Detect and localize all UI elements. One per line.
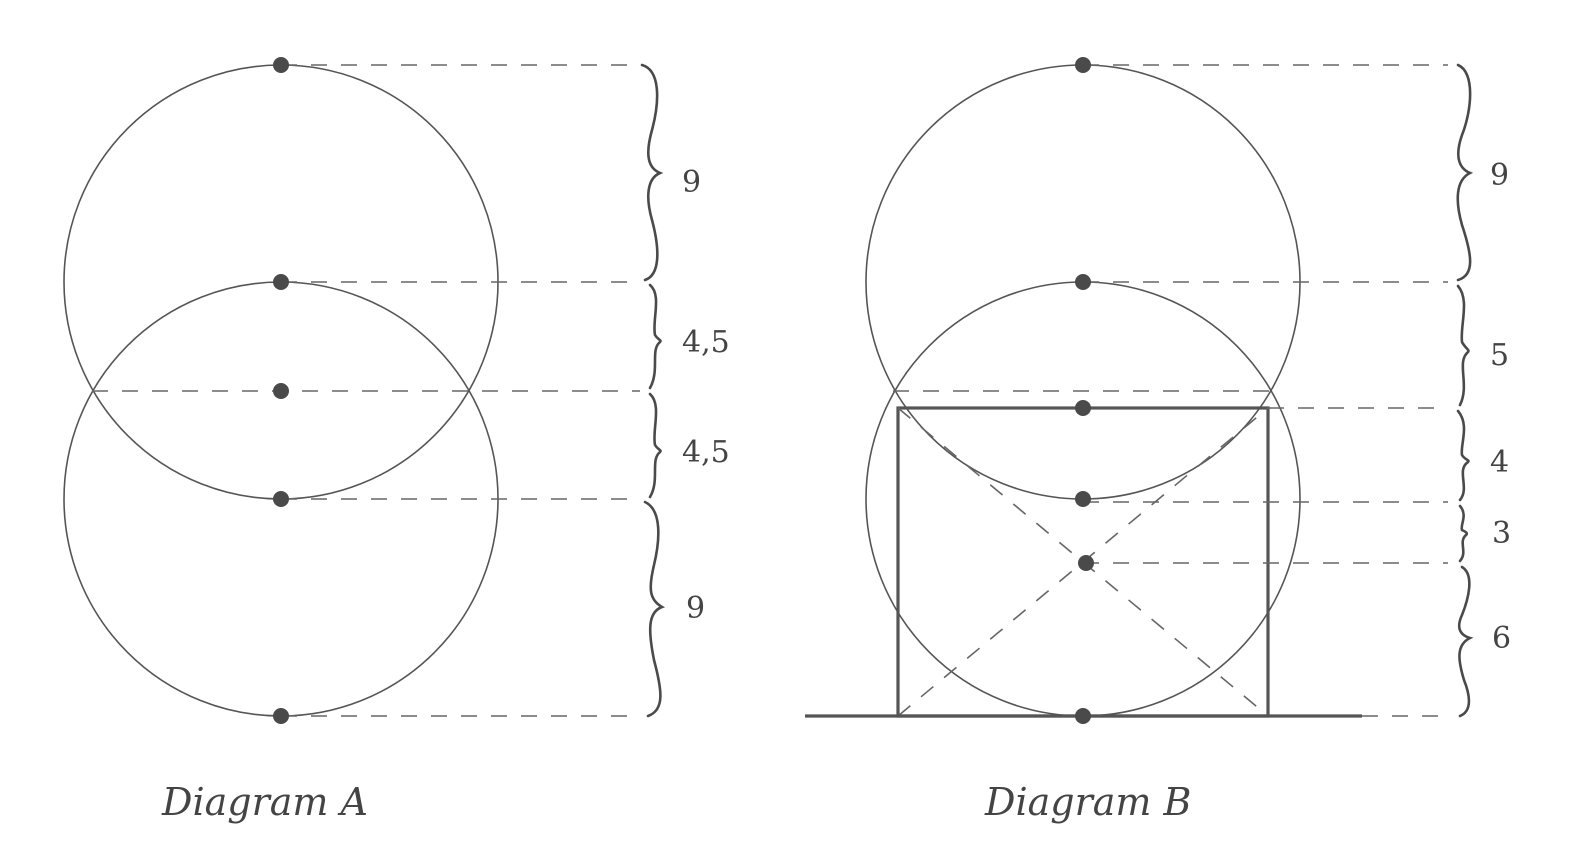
point-a-bottom — [273, 708, 289, 724]
measurement-a-2: 4,5 — [682, 325, 730, 360]
measurement-a-1: 9 — [682, 165, 701, 200]
diagram-b-caption: Diagram B — [984, 780, 1191, 824]
brace-b-3 — [1456, 409, 1470, 502]
point-a-top — [273, 57, 289, 73]
point-b-diagonal-intersection — [1078, 555, 1094, 571]
point-a-lower-center — [273, 491, 289, 507]
point-b-upper-center — [1075, 274, 1091, 290]
measurement-b-2: 5 — [1490, 338, 1509, 373]
brace-b-5 — [1457, 565, 1474, 718]
point-b-lower-center — [1075, 491, 1091, 507]
measurement-b-5: 6 — [1492, 621, 1511, 656]
brace-a-3 — [648, 392, 662, 499]
point-b-top — [1075, 57, 1091, 73]
diagram-a-caption: Diagram A — [161, 780, 368, 824]
brace-a-2 — [648, 283, 662, 390]
measurement-a-4: 9 — [686, 591, 705, 626]
diagram-b: 9 5 4 3 6 Diagram B — [805, 57, 1511, 824]
point-a-middle — [273, 383, 289, 399]
point-b-rect-top — [1075, 400, 1091, 416]
point-b-bottom — [1075, 708, 1091, 724]
measurement-a-3: 4,5 — [682, 435, 730, 470]
diagram-a: 9 4,5 4,5 9 Diagram A — [63, 57, 730, 824]
brace-b-2 — [1456, 284, 1470, 407]
brace-a-4 — [643, 500, 666, 718]
measurement-b-4: 3 — [1492, 516, 1511, 551]
brace-b-1 — [1456, 63, 1474, 282]
brace-a-1 — [640, 63, 664, 282]
measurement-b-1: 9 — [1490, 158, 1509, 193]
brace-b-4 — [1458, 504, 1469, 563]
point-a-upper-center — [273, 274, 289, 290]
measurement-b-3: 4 — [1490, 445, 1509, 480]
